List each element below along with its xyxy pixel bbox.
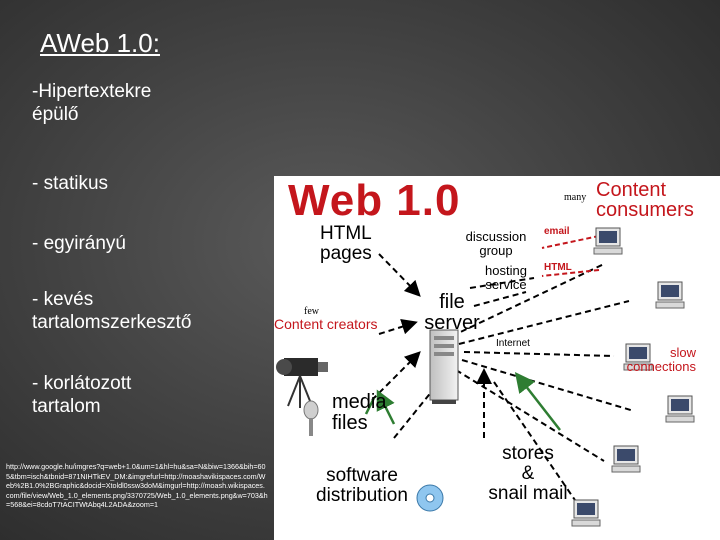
green-arrow-3	[514, 372, 561, 431]
link-consumer-1	[451, 263, 605, 337]
computer-icon	[623, 343, 653, 371]
html-arrow	[541, 269, 600, 277]
bullet-item: - egyirányú	[32, 233, 126, 254]
software-distribution-label: software distribution	[316, 465, 408, 506]
content-creators-label: Content creators	[274, 316, 378, 332]
content-consumers-label: Content consumers	[596, 179, 694, 221]
link-html-pages	[378, 253, 421, 297]
bullet-item: -Hipertextekre épülő	[32, 81, 152, 125]
many-label: many	[564, 192, 587, 203]
microphone-icon	[303, 400, 319, 436]
html-pages-label: HTML pages	[320, 223, 372, 264]
link-content-creators	[378, 318, 418, 335]
diagram-graphics	[276, 227, 695, 527]
discussion-group-label: discussion group	[465, 229, 527, 258]
cd-icon	[416, 484, 444, 512]
email-arrow	[541, 235, 600, 249]
link-hosting	[473, 291, 527, 307]
few-label: few	[304, 306, 319, 317]
link-consumer-5	[455, 369, 605, 462]
email-label: email	[544, 226, 570, 237]
link-consumer-6	[493, 381, 580, 507]
html-tag-label: HTML	[544, 262, 572, 273]
source-url: http://www.google.hu/imgres?q=web+1.0&um…	[6, 462, 268, 510]
link-software	[393, 360, 457, 439]
computer-icon	[571, 499, 601, 527]
slide-title: AWeb 1.0:	[40, 28, 160, 58]
stores-snail-mail-label: stores & snail mail	[488, 443, 568, 504]
file-server-label: file server	[424, 291, 480, 334]
hosting-service-label: hosting service	[485, 263, 527, 292]
server-tower-icon	[429, 329, 459, 404]
computer-icon	[611, 445, 641, 473]
bullet-item: - korlátozott tartalom	[32, 373, 132, 417]
diagram-title: Web 1.0	[288, 176, 461, 225]
computer-icon	[665, 395, 695, 423]
computer-icon	[593, 227, 623, 255]
video-camera-icon	[276, 358, 328, 408]
internet-label: Internet	[496, 338, 530, 349]
web-1-diagram: Web 1.0 HTML pages many Content consumer…	[274, 176, 720, 540]
link-discussion	[469, 277, 535, 289]
bullet-item: - kevés tartalomszerkesztő	[32, 289, 192, 333]
computer-icon	[655, 281, 685, 309]
slow-connections-label: slow connections	[626, 345, 696, 374]
bullet-item: - statikus	[32, 173, 109, 194]
dashed-links	[371, 253, 635, 507]
green-arrow-2	[364, 397, 376, 415]
link-consumer-3	[463, 351, 615, 357]
media-files-label: media files	[332, 391, 387, 434]
green-arrow-1	[376, 389, 396, 425]
